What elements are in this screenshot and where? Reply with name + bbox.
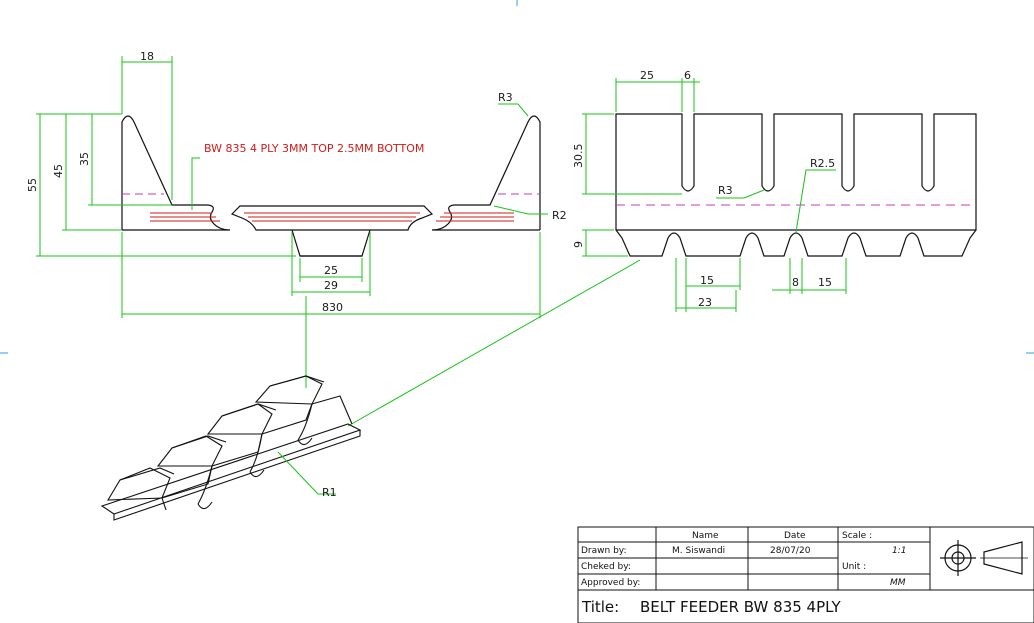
checked-label: Cheked by: — [581, 562, 631, 572]
front-left-profile — [121, 115, 231, 231]
dim-r1: R1 — [322, 486, 337, 499]
dim-9: 9 — [572, 241, 585, 248]
side-dimension-lines — [347, 78, 847, 427]
dim-25-side: 25 — [640, 69, 654, 82]
dim-r3-front: R3 — [498, 91, 513, 104]
drawn-label: Drawn by: — [581, 546, 627, 556]
dim-30-5: 30.5 — [572, 144, 585, 169]
dim-29: 29 — [324, 279, 338, 292]
dim-r2-5: R2.5 — [810, 157, 835, 170]
dim-r2: R2 — [552, 209, 567, 222]
dim-35: 35 — [78, 152, 91, 166]
col-date-header: Date — [784, 531, 806, 541]
belt-ply-lines — [150, 212, 514, 222]
col-name-header: Name — [692, 531, 719, 541]
unit-label: Unit : — [842, 562, 866, 572]
drawn-name: M. Siswandi — [672, 546, 725, 556]
dim-55: 55 — [26, 178, 39, 192]
unit-value: MM — [890, 578, 906, 588]
dim-18: 18 — [140, 50, 154, 63]
belt-callout: BW 835 4 PLY 3MM TOP 2.5MM BOTTOM — [204, 142, 424, 155]
isometric-view — [100, 375, 362, 521]
side-view: 25 6 30.5 R3 R2.5 9 15 23 8 15 — [347, 69, 977, 427]
iso-leaders — [277, 451, 336, 495]
drawn-date: 28/07/20 — [770, 546, 811, 556]
title-value: BELT FEEDER BW 835 4PLY — [640, 598, 841, 616]
dim-25-bottom: 25 — [324, 264, 338, 277]
dim-23: 23 — [698, 296, 712, 309]
front-right-profile — [431, 115, 541, 231]
side-top-profile — [615, 113, 977, 231]
title-block — [577, 526, 1034, 623]
scale-label: Scale : — [842, 531, 872, 541]
approved-label: Approved by: — [581, 578, 640, 588]
frame-marks — [0, 0, 1034, 354]
title-label: Title: — [581, 598, 619, 616]
dim-8: 8 — [792, 276, 799, 289]
dim-r3-side: R3 — [718, 184, 733, 197]
scale-value: 1:1 — [892, 546, 906, 556]
dim-15-a: 15 — [700, 274, 714, 287]
front-bottom-cleat — [291, 229, 371, 257]
dim-45: 45 — [52, 164, 65, 178]
dim-6: 6 — [684, 69, 691, 82]
dim-830: 830 — [322, 301, 343, 314]
projection-symbol-icon — [940, 540, 1028, 576]
front-view: 18 55 45 35 25 29 830 BW 835 4 PLY 3MM T… — [26, 50, 567, 388]
side-bottom-profile — [615, 229, 977, 257]
front-dimension-lines — [36, 56, 548, 388]
dim-15-b: 15 — [818, 276, 832, 289]
front-center-profile — [230, 205, 434, 231]
